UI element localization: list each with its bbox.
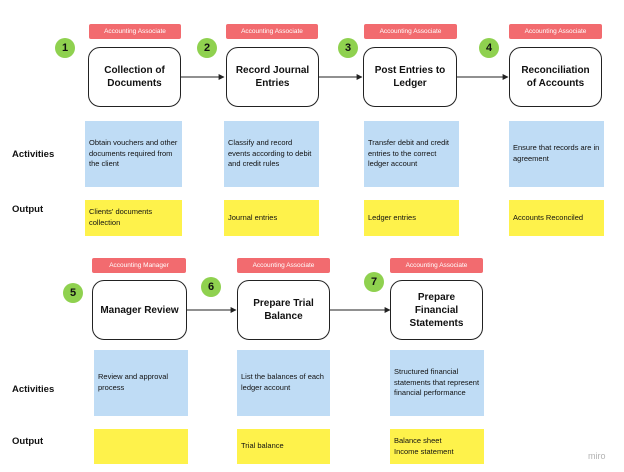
role-tag-5: Accounting Manager xyxy=(92,258,186,273)
output-note-3: Ledger entries xyxy=(364,200,459,236)
step-box-prepare-trial-balance[interactable]: Prepare Trial Balance xyxy=(237,280,330,340)
activity-note-4: Ensure that records are in agreement xyxy=(509,121,604,187)
step-badge-7: 7 xyxy=(364,272,384,292)
step-box-collection-of-documents[interactable]: Collection of Documents xyxy=(88,47,181,107)
step-badge-1: 1 xyxy=(55,38,75,58)
output-note-4: Accounts Reconciled xyxy=(509,200,604,236)
output-note-6: Trial balance xyxy=(237,429,330,464)
role-tag-6: Accounting Associate xyxy=(237,258,330,273)
role-tag-4: Accounting Associate xyxy=(509,24,602,39)
step-box-reconciliation-of-accounts[interactable]: Reconciliation of Accounts xyxy=(509,47,602,107)
activity-note-3: Transfer debit and credit entries to the… xyxy=(364,121,459,187)
step-badge-5: 5 xyxy=(63,283,83,303)
output-note-7: Balance sheet Income statement xyxy=(390,429,484,464)
role-tag-1: Accounting Associate xyxy=(89,24,181,39)
role-tag-3: Accounting Associate xyxy=(364,24,457,39)
step-box-post-entries-to-ledger[interactable]: Post Entries to Ledger xyxy=(363,47,457,107)
miro-watermark: miro xyxy=(588,451,606,461)
activity-note-2: Classify and record events according to … xyxy=(224,121,319,187)
step-box-record-journal-entries[interactable]: Record Journal Entries xyxy=(226,47,319,107)
role-tag-2: Accounting Associate xyxy=(226,24,318,39)
step-badge-2: 2 xyxy=(197,38,217,58)
row-label-activities-1: Activities xyxy=(12,149,55,160)
step-badge-4: 4 xyxy=(479,38,499,58)
step-box-prepare-financial-statements[interactable]: Prepare Financial Statements xyxy=(390,280,483,340)
activity-note-1: Obtain vouchers and other documents requ… xyxy=(85,121,182,187)
role-tag-7: Accounting Associate xyxy=(390,258,483,273)
output-note-5 xyxy=(94,429,188,464)
step-badge-6: 6 xyxy=(201,277,221,297)
row-label-output-2: Output xyxy=(12,436,44,447)
output-note-2: Journal entries xyxy=(224,200,319,236)
row-label-output-1: Output xyxy=(12,204,44,215)
output-note-1: Clients' documents collection xyxy=(85,200,182,236)
activity-note-5: Review and approval process xyxy=(94,350,188,416)
step-badge-3: 3 xyxy=(338,38,358,58)
row-label-activities-2: Activities xyxy=(12,384,55,395)
activity-note-6: List the balances of each ledger account xyxy=(237,350,330,416)
activity-note-7: Structured financial statements that rep… xyxy=(390,350,484,416)
step-box-manager-review[interactable]: Manager Review xyxy=(92,280,187,340)
